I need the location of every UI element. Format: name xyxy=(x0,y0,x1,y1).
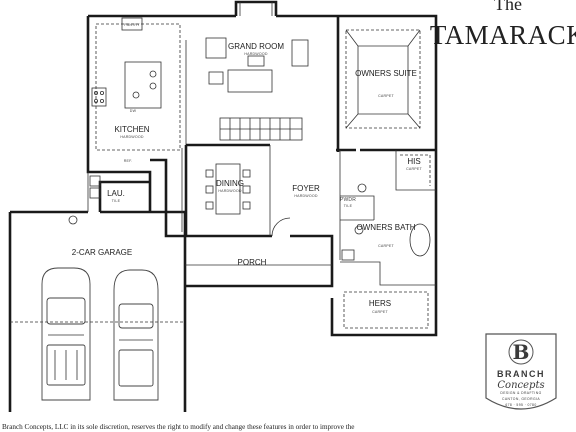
owners-suite: OWNERS SUITE CARPET xyxy=(345,29,421,129)
logo-name: BRANCH xyxy=(497,369,545,379)
pantry xyxy=(121,17,143,31)
sink-icon xyxy=(132,91,140,99)
logo-script: Concepts xyxy=(497,380,544,391)
chair-icon xyxy=(205,37,227,59)
car-icon xyxy=(113,269,159,401)
sofa-icon xyxy=(227,69,273,93)
laundry-floor: TILE xyxy=(112,199,121,203)
foyer-label: FOYER xyxy=(292,184,320,193)
bathtub-icon xyxy=(409,223,431,257)
dining-table-icon xyxy=(215,163,241,215)
grand-room-floor: HARDWOOD xyxy=(244,52,268,56)
logo-tagline: DESIGN & DRAFTING xyxy=(500,391,541,395)
toilet-icon xyxy=(357,183,367,193)
car-icon xyxy=(41,267,91,401)
owners-bath-label: OWNERS BATH xyxy=(357,223,416,232)
front-door-icon xyxy=(271,217,291,237)
his-closet-label: HIS xyxy=(407,157,420,166)
pantry-label: PANTRY xyxy=(124,23,140,27)
grand-room-label: GRAND ROOM xyxy=(228,42,284,51)
owners-bath-floor: CARPET xyxy=(378,244,394,248)
owners-bath: OWNERS BATH CARPET xyxy=(341,223,431,261)
refrigerator-label: REF. xyxy=(124,159,133,163)
plan-title: TAMARACK xyxy=(430,20,576,50)
kitchen-island xyxy=(124,61,162,109)
kitchen-floor: HARDWOOD xyxy=(120,135,144,139)
plan-title-prefix: The xyxy=(494,0,522,14)
range-icon xyxy=(91,87,107,107)
house-walls xyxy=(86,0,438,337)
dining-furniture: DINING HARDWOOD xyxy=(205,163,251,215)
staircase xyxy=(219,117,303,141)
dishwasher-label: DW xyxy=(130,109,137,113)
laundry-label: LAU. xyxy=(107,189,125,198)
powder-floor: TILE xyxy=(344,204,353,208)
footer-disclaimer: Branch Concepts, LLC in its sole discret… xyxy=(2,423,355,431)
garage-label: 2-CAR GARAGE xyxy=(72,248,132,257)
dining-label: DINING xyxy=(216,179,244,188)
logo-letter: B xyxy=(513,340,530,364)
dining-floor: HARDWOOD xyxy=(218,189,242,193)
kitchen-label: KITCHEN xyxy=(114,125,149,134)
hers-closet-floor: CARPET xyxy=(372,310,388,314)
owners-suite-label: OWNERS SUITE xyxy=(355,69,417,78)
coffee-table-icon xyxy=(247,55,265,67)
hers-closet-label: HERS xyxy=(369,299,391,308)
logo-phone: 678 · 595 · 0780 xyxy=(505,403,536,407)
water-heater-icon xyxy=(68,215,78,225)
chair-icon xyxy=(291,39,309,67)
foyer-floor: HARDWOOD xyxy=(294,194,318,198)
kitchen-fixtures: PANTRY REF. DW KITCHEN HARDWOOD xyxy=(91,17,181,163)
shower-icon xyxy=(341,249,355,261)
logo-location: CANTON, GEORGIA xyxy=(502,397,540,401)
his-closet-floor: CARPET xyxy=(406,167,422,171)
owners-suite-floor: CARPET xyxy=(378,94,394,98)
grand-room-furniture: GRAND ROOM HARDWOOD xyxy=(205,37,309,93)
powder-label: PWDR xyxy=(340,197,356,203)
porch-label: PORCH xyxy=(238,258,267,267)
toilet-icon xyxy=(354,225,364,235)
branch-concepts-logo: B BRANCH Concepts DESIGN & DRAFTING CANT… xyxy=(485,333,557,410)
garage: 2-CAR GARAGE xyxy=(8,210,187,412)
